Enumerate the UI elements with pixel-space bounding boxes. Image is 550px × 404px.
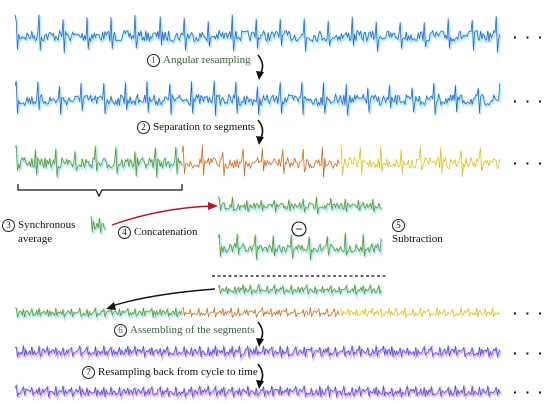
ellipsis-row3: · · · [513, 155, 545, 171]
arrow-step6-head [256, 338, 264, 347]
arrow-step2-head [256, 136, 264, 145]
concatenated-signal [217, 196, 382, 214]
assembled-orange [181, 306, 340, 319]
step6-number: 6 [114, 324, 127, 337]
segment-orange [181, 145, 340, 178]
arrow-to-assembly [111, 288, 216, 307]
step5-number: 5 [392, 219, 405, 232]
arrow-step7 [257, 363, 264, 384]
step3-label-line2: average [18, 233, 53, 245]
minus-sign: − [295, 222, 302, 236]
ellipsis-row5: · · · [513, 345, 545, 361]
assembled-signal [14, 345, 501, 359]
resampled-signal [14, 80, 501, 116]
raw-signal [14, 14, 501, 53]
step7-number: 7 [82, 366, 95, 379]
segment-yellow [339, 145, 500, 177]
step2-number: 2 [137, 121, 150, 134]
step5-number-wrap: 5 [392, 219, 408, 232]
arrow-to-assembly-head [106, 302, 116, 310]
ellipsis-row2: · · · [513, 93, 545, 109]
residual-segment [217, 283, 382, 296]
arrow-step6 [257, 321, 264, 342]
assembled-yellow [339, 306, 500, 319]
original-segment [217, 232, 382, 260]
ellipsis-row4: · · · [513, 305, 545, 321]
signal-traces [14, 14, 502, 402]
ellipsis-row6: · · · [513, 384, 545, 400]
segment-green [14, 145, 183, 178]
assembled-green [15, 306, 183, 319]
concatenated-signal-shadow [218, 197, 384, 216]
time-signal-shadow [15, 383, 502, 402]
segment-brace [17, 184, 183, 198]
step3-number: 3 [2, 219, 15, 232]
residual-segment-shadow [218, 282, 384, 300]
arrow-concatenation-head [208, 202, 218, 210]
arrow-step2 [257, 119, 264, 140]
assembled-signal-shadow [15, 344, 502, 363]
arrow-concatenation [111, 205, 213, 226]
arrow-step1 [257, 54, 264, 75]
average-snippet [90, 215, 106, 234]
connectors: − [17, 54, 388, 389]
time-signal [14, 384, 501, 398]
step1-number: 1 [147, 54, 160, 67]
ellipsis-row1: · · · [513, 29, 545, 45]
average-snippet-shadow [90, 217, 108, 235]
step4-number: 4 [118, 226, 131, 239]
raw-signal-shadow [14, 15, 502, 55]
step5-label: Subtraction [392, 233, 443, 245]
arrow-step7-head [256, 380, 264, 389]
arrow-step1-head [256, 71, 264, 80]
minus-circle [291, 221, 307, 237]
